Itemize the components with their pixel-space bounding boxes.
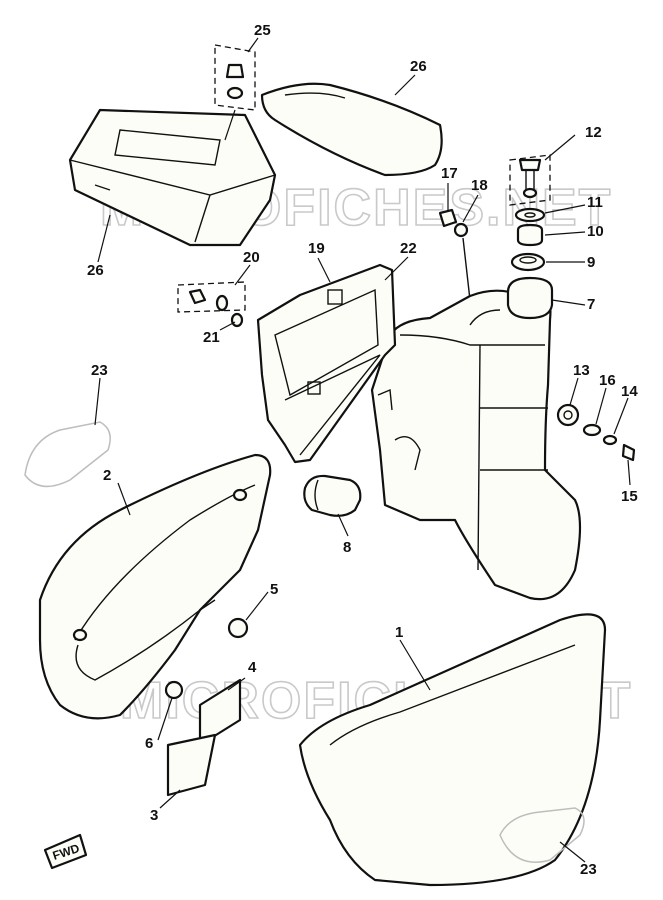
callout-9: 9 (587, 254, 595, 271)
tank-side-hardware (556, 403, 636, 462)
callout-23-left: 23 (91, 362, 108, 379)
hose-clamp-parts (438, 208, 471, 301)
battery-bracket (256, 263, 397, 464)
callout-11: 11 (587, 194, 603, 211)
callout-23-right: 23 (580, 861, 597, 878)
callout-4: 4 (248, 659, 257, 676)
oil-tank (370, 276, 582, 601)
callout-18: 18 (471, 177, 488, 194)
callout-22: 22 (400, 240, 417, 257)
side-cover-grommets (164, 617, 249, 700)
callout-24: 26 (87, 262, 104, 279)
callout-26: 26 (410, 58, 427, 75)
fwd-arrow-icon: FWD (43, 833, 88, 870)
emblem-decal-right (499, 807, 585, 863)
callout-1: 1 (395, 624, 403, 641)
cover-pad (260, 82, 443, 177)
callout-10: 10 (587, 223, 604, 240)
emblem-decal-left (24, 421, 111, 488)
callout-16: 16 (599, 372, 616, 389)
callout-7: 7 (587, 296, 595, 313)
callout-14: 14 (621, 383, 638, 400)
left-side-cover (38, 453, 272, 720)
callout-12: 12 (585, 124, 602, 141)
tank-mount-hardware (509, 154, 551, 272)
callout-20: 20 (243, 249, 260, 266)
callout-21: 21 (203, 329, 220, 346)
leader-lines (94, 37, 631, 863)
callout-19: 19 (308, 240, 325, 257)
bracket-bolt-set (177, 281, 246, 328)
right-side-cover (298, 613, 607, 887)
callouts: 25 26 12 17 18 11 10 9 7 19 22 20 21 23 … (87, 22, 638, 878)
oil-filter (303, 474, 362, 517)
cover-bolt-set (214, 44, 256, 141)
callout-25: 25 (254, 22, 271, 39)
callout-6: 6 (145, 735, 153, 752)
callout-15: 15 (621, 488, 638, 505)
callout-8: 8 (343, 539, 351, 556)
callout-13: 13 (573, 362, 590, 379)
battery-cover (68, 108, 277, 247)
callout-5: 5 (270, 581, 278, 598)
callout-17: 17 (441, 165, 458, 182)
callout-3: 3 (150, 807, 158, 824)
callout-2: 2 (103, 467, 111, 484)
emblem-plates (166, 678, 242, 797)
